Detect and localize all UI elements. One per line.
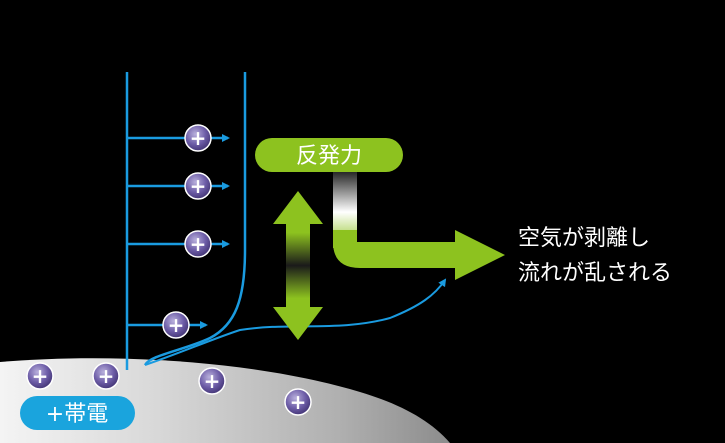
svg-text:+: + bbox=[190, 174, 207, 198]
bent-arrow-icon bbox=[333, 168, 505, 280]
plus-charge-icon: + bbox=[284, 388, 312, 416]
bent-arrow-body bbox=[333, 230, 505, 280]
separation-text-line2: 流れが乱される bbox=[518, 261, 672, 286]
plus-charge-icon: + bbox=[162, 311, 190, 339]
svg-text:+: + bbox=[190, 232, 207, 256]
flow-right-line bbox=[143, 72, 247, 366]
plus-charge-icon: + bbox=[198, 367, 226, 395]
charge-badge: +帯電 bbox=[20, 396, 135, 430]
charge-particles: + + + + + + + + bbox=[26, 124, 312, 416]
svg-text:+: + bbox=[168, 313, 185, 337]
svg-text:+: + bbox=[190, 126, 207, 150]
svg-text:+: + bbox=[204, 369, 221, 393]
plus-charge-icon: + bbox=[184, 172, 212, 200]
plus-charge-icon: + bbox=[92, 362, 120, 390]
double-arrow-icon bbox=[273, 191, 323, 340]
svg-text:+: + bbox=[32, 364, 49, 388]
repulsion-text: 反発力 bbox=[296, 144, 362, 169]
repulsion-label: 反発力 bbox=[255, 138, 403, 172]
plus-charge-icon: + bbox=[184, 124, 212, 152]
plus-charge-icon: + bbox=[26, 362, 54, 390]
separation-text-line1: 空気が剥離し bbox=[518, 226, 650, 251]
plus-charge-icon: + bbox=[184, 230, 212, 258]
charge-badge-text: +帯電 bbox=[46, 402, 108, 427]
svg-text:+: + bbox=[290, 390, 307, 414]
svg-text:+: + bbox=[98, 364, 115, 388]
flow-arrows bbox=[128, 134, 230, 329]
